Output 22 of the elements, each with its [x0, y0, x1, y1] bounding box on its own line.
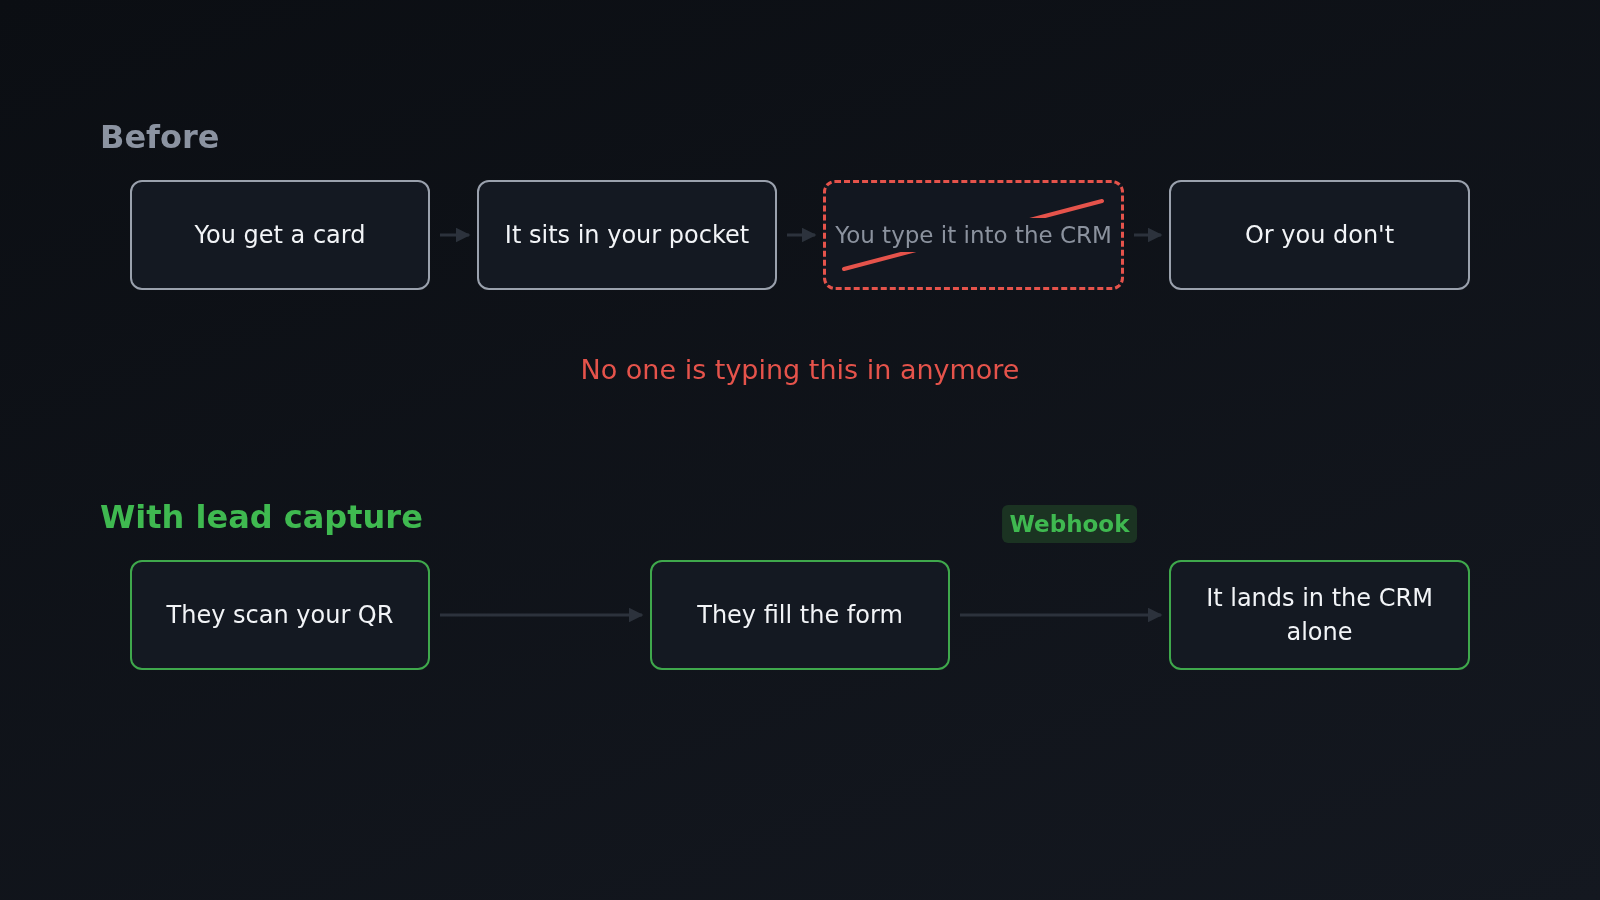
step-text: Or you don't	[1244, 220, 1395, 251]
section-heading: With lead capture	[100, 498, 423, 536]
edge-label: Webhook	[1001, 505, 1138, 543]
arrow	[787, 227, 817, 243]
arrow	[440, 607, 644, 623]
step-box	[130, 560, 430, 670]
section-heading: Before	[100, 118, 220, 156]
arrow	[960, 607, 1163, 623]
step-box	[650, 560, 950, 670]
step-text: They fill the form	[697, 600, 903, 631]
step-box	[477, 180, 777, 290]
step-box	[1169, 560, 1470, 670]
warning-note: No one is typing this in anymore	[580, 354, 1020, 385]
crossed-out-step-box	[823, 180, 1124, 290]
step-text: It sits in your pocket	[504, 220, 750, 251]
step-text: It lands in the CRM alone	[1205, 583, 1434, 648]
step-box	[130, 180, 430, 290]
step-box	[1169, 180, 1470, 290]
arrow	[1134, 227, 1163, 243]
step-text: You get a card	[194, 220, 366, 251]
step-text: They scan your QR	[166, 600, 394, 631]
arrow	[440, 227, 471, 243]
